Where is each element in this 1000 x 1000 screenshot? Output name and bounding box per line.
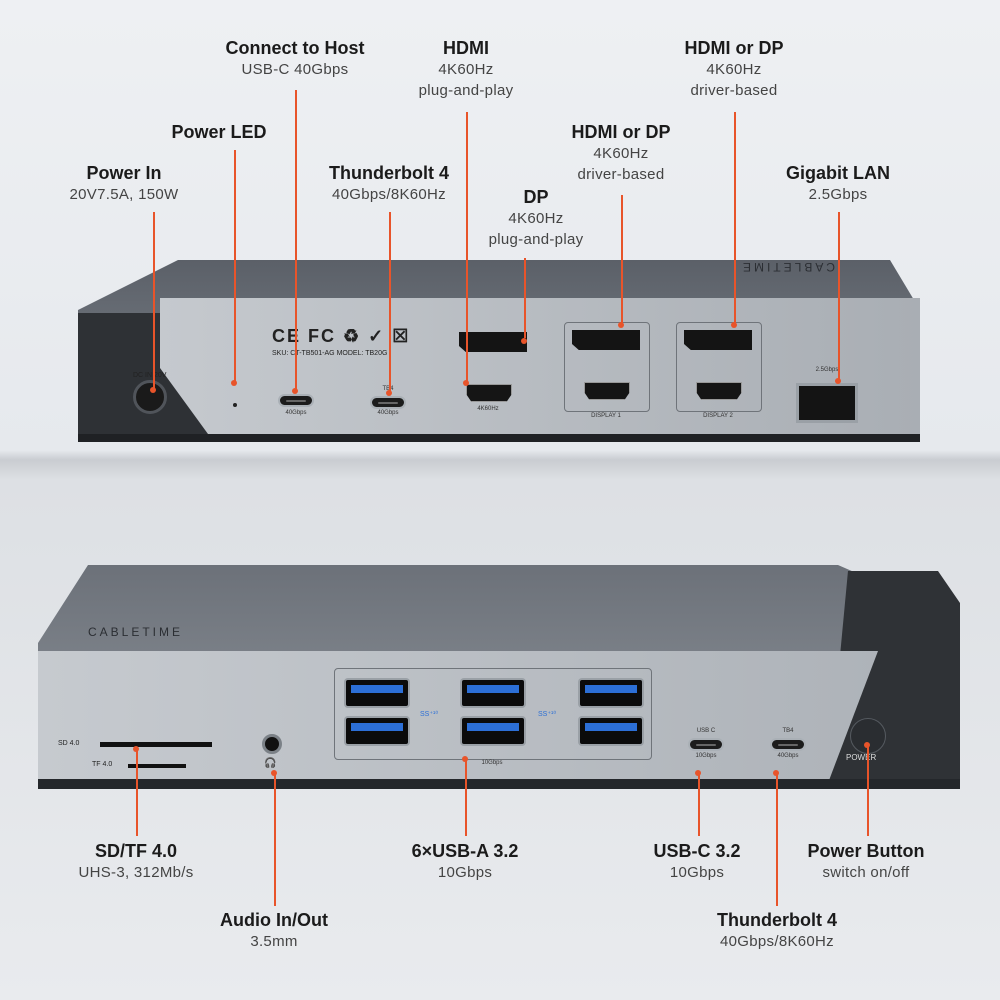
- dp-port: [459, 332, 527, 352]
- dot-dp: [521, 338, 527, 344]
- usba-port-6: [580, 718, 642, 744]
- leader-dp: [524, 258, 526, 338]
- dc-in-port: [133, 380, 167, 414]
- rear-device-body: [78, 260, 920, 442]
- usbc-front-port: [688, 738, 724, 751]
- tb4-front-port: [770, 738, 806, 751]
- headset-icon: 🎧: [264, 758, 277, 769]
- usba-speed-label: 10Gbps: [481, 760, 503, 766]
- ss-logo-2: SS⁺¹⁰: [538, 711, 557, 718]
- display1-label: DISPLAY 1: [591, 413, 621, 419]
- display1-hdmi-port: [584, 382, 630, 400]
- display2-dp-port: [684, 330, 752, 350]
- dot-gigabit-lan: [835, 378, 841, 384]
- label-power-led: Power LED: [171, 122, 267, 142]
- leader-power-led: [234, 150, 236, 382]
- host-speed-label: 40Gbps: [285, 410, 307, 416]
- display1-dp-port: [572, 330, 640, 350]
- usba-port-1: [346, 680, 408, 706]
- sd-slot: [100, 742, 212, 747]
- dot-power-led: [231, 380, 237, 386]
- tf-slot: [128, 764, 186, 768]
- leader-tb4-top: [389, 212, 391, 392]
- leader-audio: [274, 772, 276, 906]
- usba-frame: [334, 668, 652, 760]
- dot-power-in: [150, 387, 156, 393]
- sd-label: SD 4.0: [58, 740, 80, 747]
- usba-port-5: [462, 718, 524, 744]
- leader-tb4-bottom: [776, 772, 778, 906]
- dot-hdmi-or-dp-2: [731, 322, 737, 328]
- usbc-front-label: USB C: [696, 728, 716, 734]
- leader-gigabit-lan: [838, 212, 840, 382]
- dot-hdmi-or-dp-1: [618, 322, 624, 328]
- display2-label: DISPLAY 2: [703, 413, 733, 419]
- leader-power-in: [153, 212, 155, 390]
- cert-marks: CE FC ♻ ✓ ☒: [272, 326, 411, 346]
- front-brand: CABLETIME: [88, 625, 184, 639]
- usbc-front-speed: 10Gbps: [695, 753, 717, 759]
- leader-power-button: [867, 744, 869, 836]
- usba-port-2: [462, 680, 524, 706]
- audio-jack: [262, 734, 282, 754]
- display2-frame: [676, 322, 762, 412]
- tf-label: TF 4.0: [92, 761, 113, 768]
- sku-label: SKU: CT-TB501-AG MODEL: TB20G: [272, 350, 388, 357]
- tb4-rear-speed: 40Gbps: [377, 410, 399, 416]
- display1-frame: [564, 322, 650, 412]
- leader-hdmi-or-dp-2: [734, 112, 736, 324]
- leader-usbc: [698, 772, 700, 836]
- lan-port: [796, 383, 858, 423]
- hdmi-speed-label: 4K60Hz: [477, 406, 499, 412]
- rear-brand: CABLETIME: [740, 260, 836, 274]
- ss-logo-1: SS⁺¹⁰: [420, 711, 439, 718]
- dot-tb4-top: [386, 390, 392, 396]
- tb4-rear-label: TB4: [382, 386, 394, 392]
- leader-hdmi-or-dp-1: [621, 195, 623, 325]
- dot-hdmi: [463, 380, 469, 386]
- lan-speed-label: 2.5Gbps: [815, 367, 839, 373]
- host-usbc-port: [278, 394, 314, 407]
- tb4-front-speed: 40Gbps: [777, 753, 799, 759]
- tb4-rear-port: [370, 396, 406, 409]
- hdmi-port: [466, 384, 512, 402]
- display2-hdmi-port: [696, 382, 742, 400]
- leader-sdtf: [136, 748, 138, 836]
- rear-device: [78, 258, 920, 446]
- usba-port-4: [346, 718, 408, 744]
- usba-port-3: [580, 680, 642, 706]
- leader-connect-host: [295, 90, 297, 390]
- leader-usba: [465, 758, 467, 836]
- power-led: [233, 403, 237, 407]
- leader-hdmi: [466, 112, 468, 382]
- power-label: POWER: [846, 753, 877, 762]
- tb4-front-label: TB4: [782, 728, 794, 734]
- dot-connect-host: [292, 388, 298, 394]
- dc-in-label: DC IN 20V: [133, 372, 167, 379]
